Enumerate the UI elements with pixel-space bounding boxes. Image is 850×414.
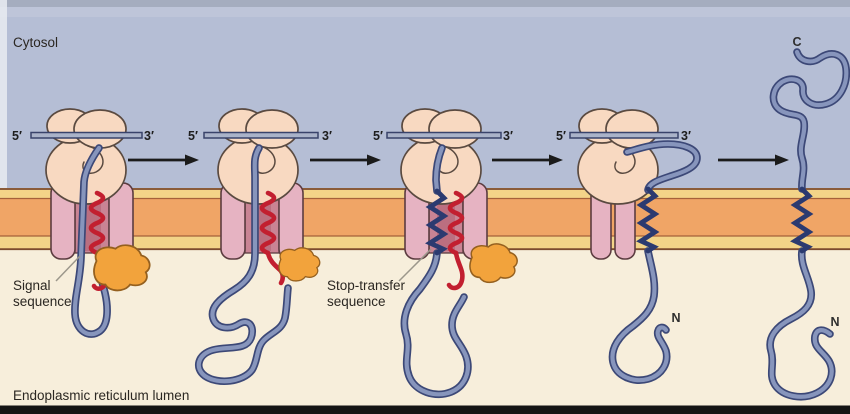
- mrna-5prime-label: 5′: [188, 129, 198, 143]
- stage-2: 5′ 3′: [188, 108, 332, 381]
- mrna: [30, 131, 143, 139]
- stage-5: C N: [770, 35, 846, 397]
- signal-sequence-pointer-line: [55, 255, 81, 282]
- signal-sequence-callout-line2: sequence: [13, 294, 72, 309]
- scan-edge-top: [0, 0, 850, 7]
- annotations: Cytosol Endoplasmic reticulum lumen Sign…: [13, 35, 432, 403]
- stage-4: 5′ 3′ N: [556, 108, 697, 380]
- stage-3: 5′ 3′: [373, 108, 518, 394]
- bottom-bar: [0, 405, 850, 414]
- c-terminus-label: C: [792, 35, 801, 49]
- mrna: [569, 131, 679, 139]
- signal-sequence-tail: [446, 250, 465, 291]
- stop-transfer-callout-line1: Stop-transfer: [327, 278, 406, 293]
- mrna-3prime-label: 3′: [144, 129, 154, 143]
- stage-1: 5′ 3′: [12, 108, 154, 334]
- mrna-5prime-label: 5′: [12, 129, 22, 143]
- n-terminus-label: N: [671, 311, 680, 325]
- mrna-3prime-label: 3′: [681, 129, 691, 143]
- mrna-5prime-label: 5′: [373, 129, 383, 143]
- scan-edge-left: [0, 0, 7, 189]
- stop-transfer-callout-line2: sequence: [327, 294, 386, 309]
- lumen-label: Endoplasmic reticulum lumen: [13, 388, 189, 403]
- mrna-5prime-label: 5′: [556, 129, 566, 143]
- mrna: [203, 131, 319, 139]
- scan-edge-top-light: [0, 7, 850, 17]
- mrna-3prime-label: 3′: [322, 129, 332, 143]
- stop-transfer-pointer-line: [398, 248, 432, 282]
- mrna: [386, 131, 502, 139]
- cytosol-label: Cytosol: [13, 35, 58, 50]
- n-terminus-label: N: [830, 315, 839, 329]
- mrna-3prime-label: 3′: [503, 129, 513, 143]
- signal-sequence-callout-line1: Signal: [13, 278, 51, 293]
